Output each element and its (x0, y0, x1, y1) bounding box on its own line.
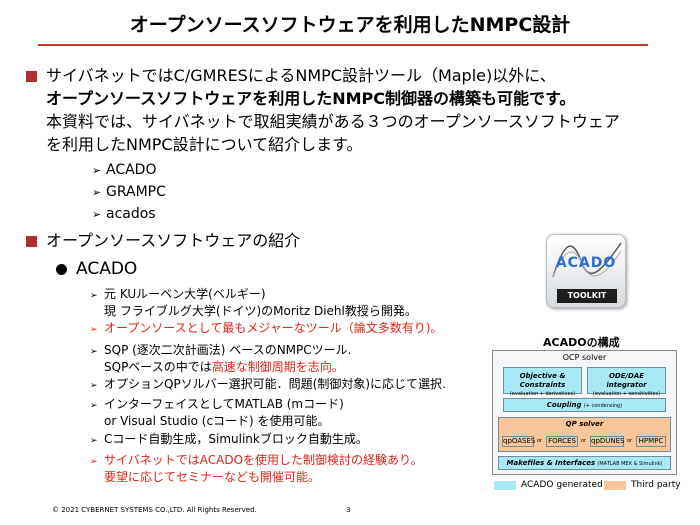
page-title: オープンソースソフトウェアを利用したNMPC設計 (129, 14, 571, 36)
title-divider (38, 44, 648, 46)
bullet-dot (56, 264, 67, 275)
curve-icon (552, 242, 622, 278)
qpoases-box: qpOASES (502, 436, 536, 447)
bullet-square (26, 71, 37, 82)
legend-swatch-generated (494, 481, 516, 490)
coupling-box: Coupling (+ condensing) (503, 398, 666, 412)
ocp-label: OCP solver (562, 353, 607, 362)
forces-box: FORCES (546, 436, 578, 447)
intro-line-1: サイバネットではC/GMRESによるNMPC設計ツール（Maple)以外に、 (46, 66, 556, 85)
objective-box: Objective & Constraints (evaluation + de… (503, 367, 582, 397)
bullet-square (26, 236, 37, 247)
arrow-icon: ➢ (90, 381, 98, 391)
acado-heading: ACADO (76, 259, 138, 279)
arrow-icon: ➢ (92, 208, 102, 221)
logo-toolkit-label: TOOLKIT (557, 289, 617, 303)
section-heading: オープンソースソフトウェアの紹介 (46, 231, 301, 250)
ocp-solver-box: OCP solver Objective & Constraints (eval… (492, 350, 677, 475)
tool-item-acados: ➢acados (92, 204, 156, 225)
arrow-icon: ➢ (90, 401, 98, 411)
arrow-icon: ➢ (90, 325, 98, 335)
tool-item-grampc: ➢GRAMPC (92, 182, 166, 203)
arrow-icon: ➢ (90, 291, 98, 301)
structure-title: ACADOの構成 (543, 336, 620, 349)
legend-swatch-third (604, 481, 626, 490)
acado-item-major: ➢オープンソースとして最もメジャーなツール（論文多数有り)。 (90, 321, 442, 338)
arrow-icon: ➢ (90, 457, 98, 467)
ode-integrator-box: ODE/DAE integrator (evaluation + sensiti… (587, 367, 666, 397)
tool-item-acado: ➢ACADO (92, 160, 156, 181)
acado-item-origin: ➢元 KUルーベン大学(ベルギー) 現 フライブルグ大学(ドイツ)のMoritz… (90, 287, 417, 318)
legend-generated: ACADO generated (521, 480, 603, 490)
makefiles-box: Makefiles & Interfaces (MATLAB MEX & Sim… (498, 456, 671, 470)
acado-item-experience: ➢サイバネットではACADOを使用した制御検討の経験あり。 要望に応じてセミナー… (90, 453, 423, 484)
acado-toolkit-logo: ACADO TOOLKIT (546, 234, 626, 308)
arrow-icon: ➢ (90, 436, 98, 446)
arrow-icon: ➢ (92, 186, 102, 199)
acado-item-codegen: ➢Cコード自動生成，Simulinkブロック自動生成。 (90, 432, 368, 449)
footer-copyright: © 2021 CYBERNET SYSTEMS CO.,LTD. All Rig… (52, 506, 257, 514)
qpdunes-box: qpDUNES (590, 436, 625, 447)
intro-line-2: オープンソースソフトウェアを利用したNMPC制御器の構築も可能です。 (46, 89, 576, 108)
legend-third: Third party (631, 480, 681, 490)
intro-line-3: 本資料では、サイバネットで取組実績がある３つのオープンソースソフトウェア (46, 112, 620, 131)
hpmpc-box: HPMPC (636, 436, 666, 447)
page-number: 3 (346, 506, 351, 514)
logo-wordmark: ACADO (555, 255, 617, 271)
acado-item-interface: ➢インターフェイスとしてMATLAB (mコード) or Visual Stud… (90, 397, 344, 428)
intro-line-4: を利用したNMPC設計について紹介します。 (46, 135, 363, 154)
arrow-icon: ➢ (90, 347, 98, 357)
qp-solver-box: QP solver qpOASES or FORCES or qpDUNES o… (498, 417, 671, 452)
acado-item-sqp: ➢SQP (逐次二次計画法) ベースのNMPCツール. SQPベースの中では高速… (90, 343, 352, 374)
arrow-icon: ➢ (92, 164, 102, 177)
acado-item-qp: ➢オプションQPソルバー選択可能．問題(制御対象)に応じて選択. (90, 377, 446, 394)
